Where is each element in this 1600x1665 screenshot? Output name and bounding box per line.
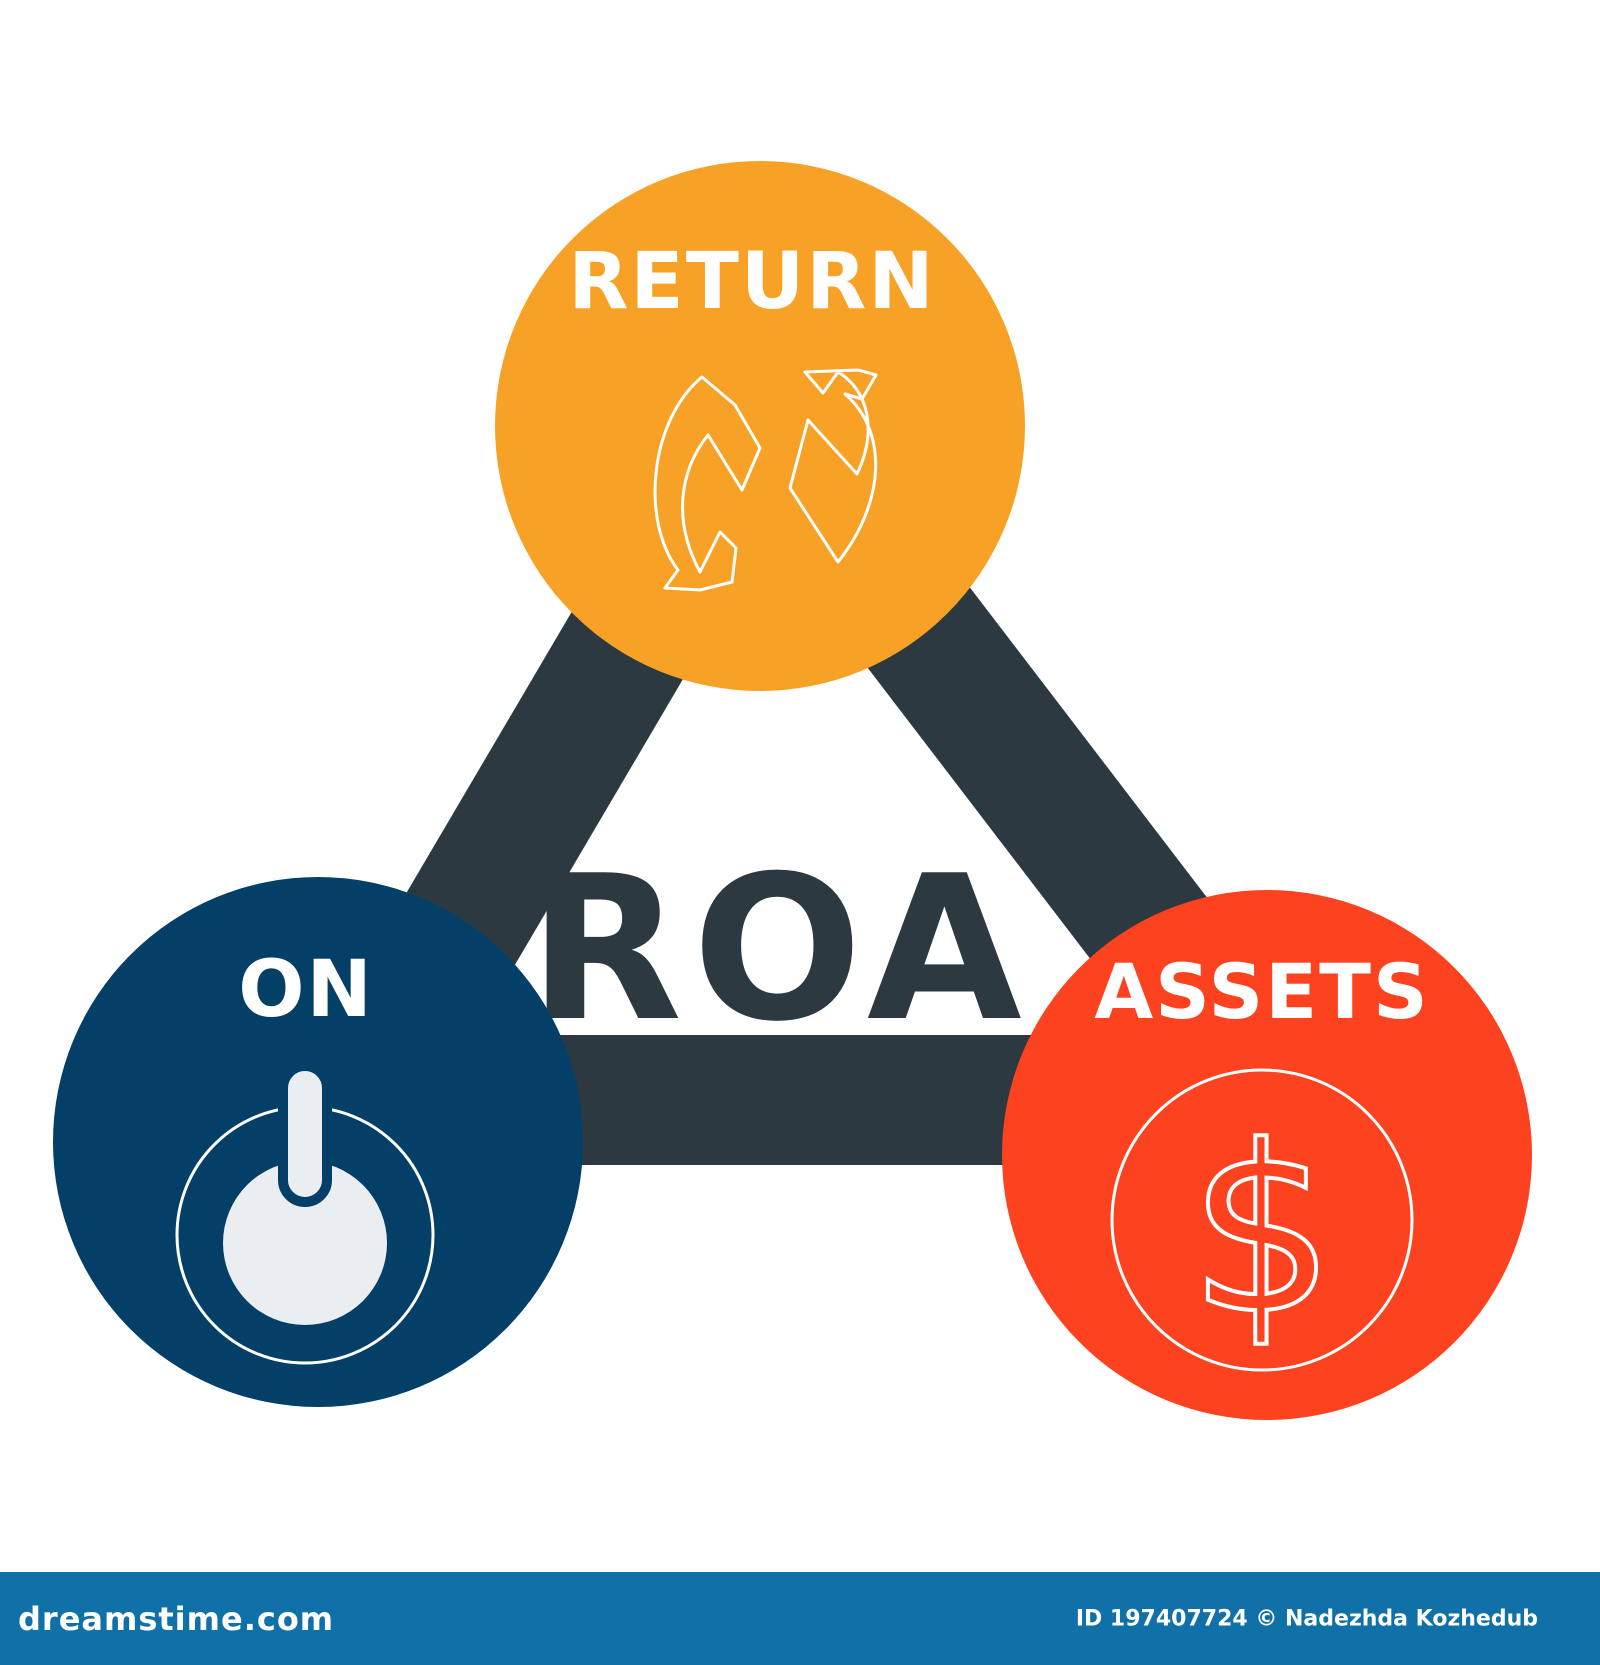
footer-stock-id: ID 197407724 © Nadezhda Kozhedub bbox=[1075, 1606, 1538, 1631]
node-on-label: ON bbox=[238, 945, 374, 1035]
refresh-arrows-icon bbox=[653, 368, 878, 592]
triangle-connector bbox=[295, 355, 1345, 1165]
footer-bar: dreamstime.com ID 197407724 © Nadezhda K… bbox=[0, 1572, 1600, 1665]
node-assets-label: ASSETS bbox=[1094, 947, 1429, 1036]
svg-text:$: $ bbox=[1189, 1098, 1335, 1365]
power-icon bbox=[175, 1061, 435, 1365]
node-assets-circle bbox=[1002, 890, 1532, 1420]
node-assets: ASSETS $ bbox=[1002, 890, 1532, 1420]
node-on: ON bbox=[53, 877, 583, 1407]
dollar-icon: $ bbox=[1110, 1068, 1414, 1372]
node-return: RETURN bbox=[495, 161, 1025, 691]
roa-diagram: ROA RETURN ON ASSETS $ bbox=[53, 161, 1532, 1420]
center-label: ROA bbox=[528, 833, 1031, 1066]
node-return-label: RETURN bbox=[568, 237, 935, 327]
footer-brand[interactable]: dreamstime.com bbox=[18, 1599, 335, 1638]
node-return-circle bbox=[495, 161, 1025, 691]
